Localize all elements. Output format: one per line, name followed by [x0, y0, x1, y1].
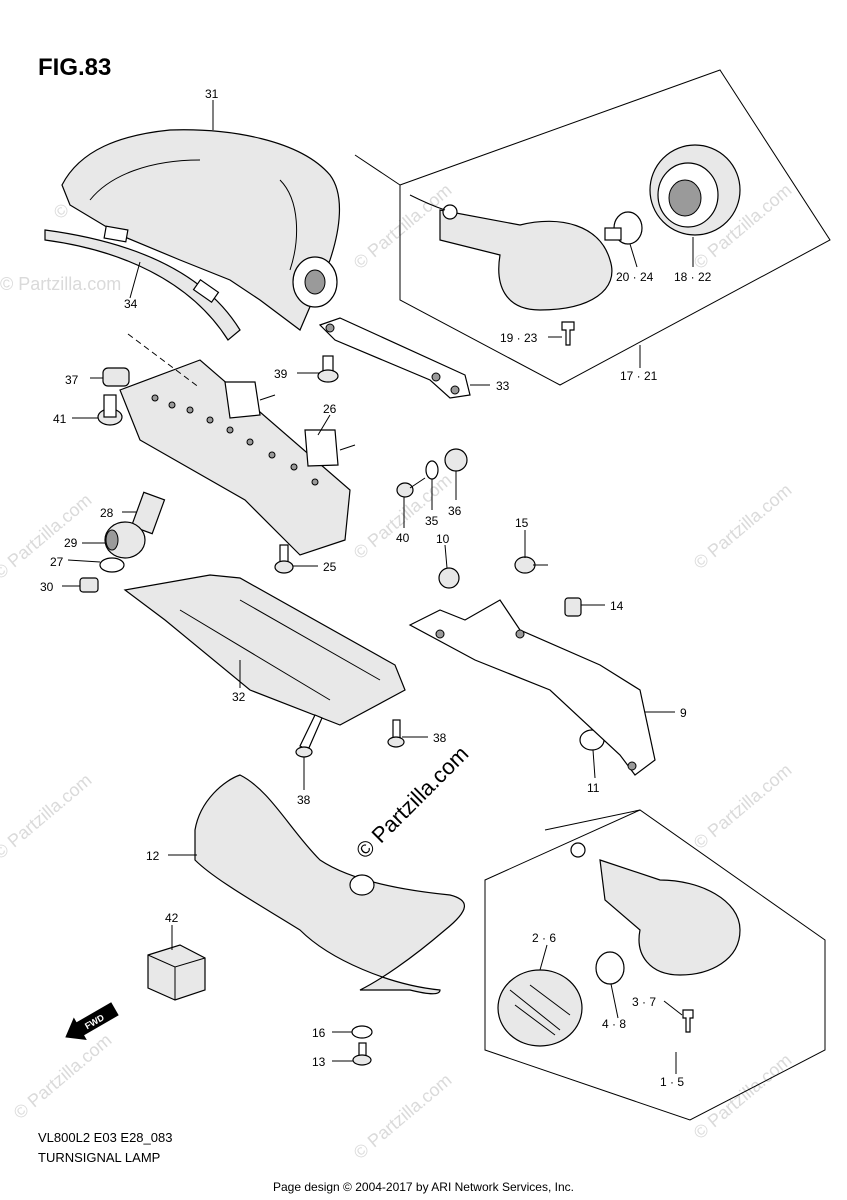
part-38-screw-b	[295, 714, 323, 758]
watermark: © Partzilla.com	[690, 480, 796, 573]
callout-37: 37	[65, 373, 79, 387]
part-10-collar	[438, 567, 460, 589]
callout-38-right: 38	[433, 731, 447, 745]
part-42-relay	[147, 944, 206, 1001]
watermark: © Partzilla.com	[10, 1030, 116, 1123]
part-33-plate	[318, 317, 471, 399]
callout-13: 13	[312, 1055, 326, 1069]
watermark: © Partzilla.com	[0, 770, 95, 863]
callout-34: 34	[124, 297, 138, 311]
part-37-grommet	[102, 367, 130, 387]
callout-41: 41	[53, 412, 67, 426]
callout-15: 15	[515, 516, 529, 530]
callout-11: 11	[587, 781, 600, 795]
footer-credit: Page design © 2004-2017 by ARI Network S…	[272, 1180, 574, 1194]
part-39-bolt	[317, 355, 339, 383]
part-34-strip	[44, 225, 241, 341]
center-watermark: © Partzilla.com	[351, 741, 474, 864]
part-17-21-rear-turn-signal-box	[399, 69, 831, 386]
watermark: © Partzilla.com	[350, 1070, 456, 1163]
callout-19-23: 19 · 23	[500, 331, 538, 345]
callout-labels: 31 34 37 41 39 26 33 28 29 27 30 25 40 3…	[40, 87, 712, 1089]
figure-name: TURNSIGNAL LAMP	[38, 1150, 161, 1165]
callout-26: 26	[323, 402, 337, 416]
part-38-screw-a	[387, 719, 405, 748]
callout-30: 30	[40, 580, 54, 594]
watermark: © Partzilla.com	[0, 490, 95, 583]
watermark-layer: © Partzilla.com © Partzilla.com © Partzi…	[0, 130, 795, 1163]
callout-35: 35	[425, 514, 439, 528]
callout-38-left: 38	[297, 793, 311, 807]
callout-29: 29	[64, 536, 78, 550]
part-35-washer	[425, 460, 439, 480]
part-26-bracket	[119, 359, 356, 556]
callout-12: 12	[146, 849, 160, 863]
callout-2-6: 2 · 6	[532, 931, 556, 945]
callout-25: 25	[323, 560, 337, 574]
part-14-collar	[564, 597, 582, 617]
watermark: © Partzilla.com	[690, 1050, 796, 1143]
callout-31: 31	[205, 87, 219, 101]
figure-title: FIG.83	[38, 54, 112, 81]
callout-14: 14	[610, 599, 624, 613]
part-31-rear-cover	[61, 129, 340, 331]
callout-3-7: 3 · 7	[632, 995, 656, 1009]
part-13-screw	[352, 1042, 372, 1066]
callout-32: 32	[232, 690, 246, 704]
callout-36: 36	[448, 504, 462, 518]
callout-10: 10	[436, 532, 450, 546]
part-36-collar	[444, 448, 468, 472]
part-32-tray	[123, 574, 406, 726]
callout-33: 33	[496, 379, 510, 393]
callout-17-21: 17 · 21	[620, 369, 658, 383]
callout-4-8: 4 · 8	[602, 1017, 626, 1031]
watermark: © Partzilla.com	[690, 760, 796, 853]
part-41-bolt	[97, 394, 123, 426]
part-1-5-front-turn-signal-box	[484, 809, 826, 1121]
watermark: © Partzilla.com	[0, 274, 121, 294]
part-12-front-cover	[194, 774, 465, 995]
part-15-bolt	[514, 556, 548, 574]
callout-1-5: 1 · 5	[660, 1075, 684, 1089]
callout-27: 27	[50, 555, 64, 569]
part-40-screw	[396, 477, 426, 498]
part-30-nut	[79, 577, 99, 593]
callout-42: 42	[165, 911, 179, 925]
callout-16: 16	[312, 1026, 326, 1040]
part-9-bracket	[408, 599, 656, 776]
leader-lines	[62, 100, 694, 1074]
part-25-bolt	[274, 544, 294, 574]
model-code: VL800L2 E03 E28_083	[38, 1130, 173, 1145]
callout-39: 39	[274, 367, 288, 381]
part-27-washer	[99, 557, 125, 573]
callout-40: 40	[396, 531, 410, 545]
callout-20-24: 20 · 24	[616, 270, 654, 284]
part-16-washer	[351, 1025, 373, 1039]
callout-9: 9	[680, 706, 687, 720]
part-29-grommet	[104, 521, 146, 559]
callout-18-22: 18 · 22	[674, 270, 712, 284]
callout-28: 28	[100, 506, 114, 520]
